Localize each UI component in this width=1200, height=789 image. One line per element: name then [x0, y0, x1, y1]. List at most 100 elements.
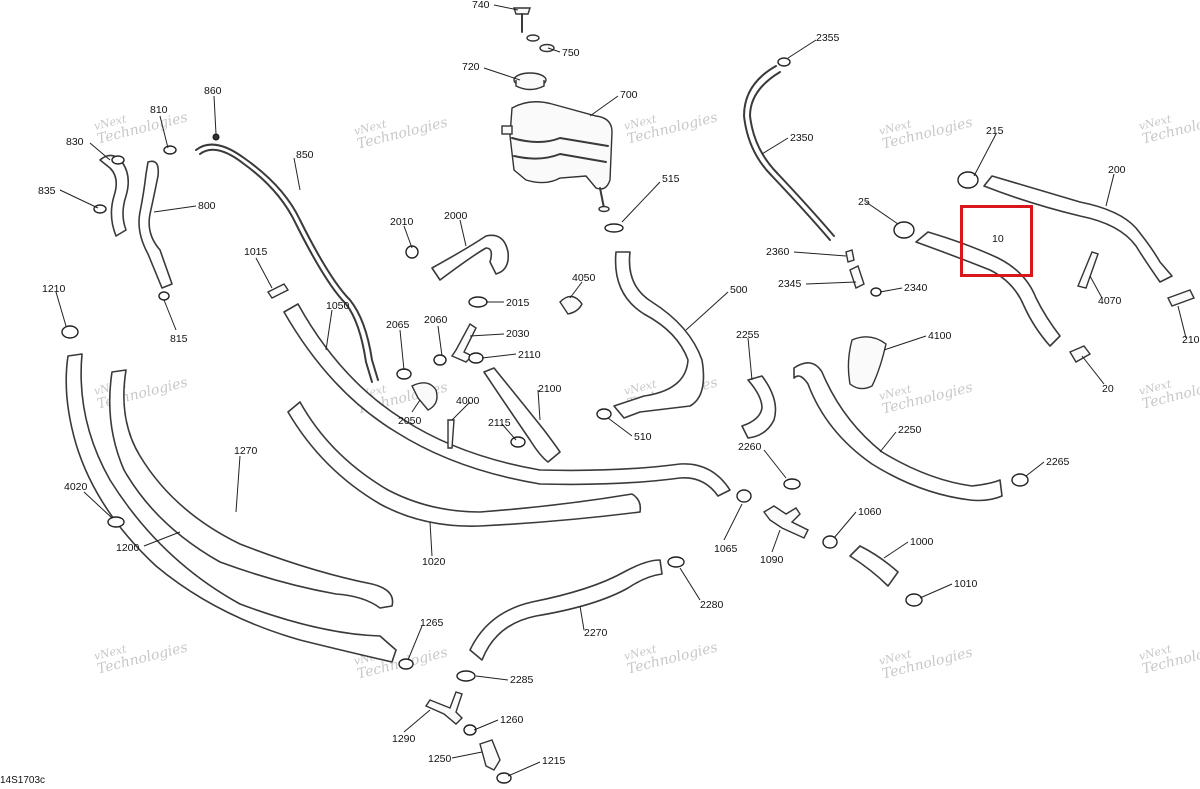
label-1210: 1210: [42, 283, 66, 295]
label-1065: 1065: [714, 543, 738, 555]
label-2065: 2065: [386, 319, 410, 331]
label-2260: 2260: [738, 441, 762, 453]
label-2255: 2255: [736, 329, 760, 341]
tee-1090: [762, 505, 809, 539]
label-2060: 2060: [424, 314, 448, 326]
screw-740: [513, 7, 555, 53]
fittings-2345: [845, 249, 882, 297]
hose-830: [99, 154, 130, 237]
label-2100: 2100: [538, 383, 562, 395]
label-1010: 1010: [954, 578, 978, 590]
label-1015: 1015: [244, 246, 268, 258]
label-2355: 2355: [816, 32, 840, 44]
parts-drawing: [61, 7, 1195, 784]
label-510: 510: [634, 431, 652, 443]
label-860: 860: [204, 85, 222, 97]
label-2010: 2010: [390, 216, 414, 228]
hose-850: [195, 133, 379, 383]
label-210: 210: [1182, 334, 1200, 346]
label-1060: 1060: [858, 506, 882, 518]
label-2015: 2015: [506, 297, 530, 309]
diagram-code: 14S1703c: [0, 775, 46, 786]
label-4070: 4070: [1098, 295, 1122, 307]
label-4100: 4100: [928, 330, 952, 342]
label-2285: 2285: [510, 674, 534, 686]
label-800: 800: [198, 200, 216, 212]
tee-1290: [424, 691, 463, 725]
label-10: 10: [992, 233, 1004, 245]
leader-lines: [55, 4, 1187, 777]
label-515: 515: [662, 173, 680, 185]
label-2350: 2350: [790, 132, 814, 144]
fitting-210: [1167, 289, 1195, 307]
part-labels: 740 750 720 700 810 860 830 835 800 815 …: [38, 0, 1200, 767]
cap-720: [513, 72, 547, 91]
label-2030: 2030: [506, 328, 530, 340]
label-200: 200: [1108, 164, 1126, 176]
label-2340: 2340: [904, 282, 928, 294]
clamps: [61, 171, 1029, 784]
label-1020: 1020: [422, 556, 446, 568]
bracket-4070: [1077, 251, 1099, 289]
fitting-20: [1068, 345, 1092, 363]
label-20: 20: [1102, 383, 1114, 395]
label-1200: 1200: [116, 542, 140, 554]
hose-1270: [108, 369, 394, 609]
label-750: 750: [562, 47, 580, 59]
label-1250: 1250: [428, 753, 452, 765]
hose-2000: [431, 234, 510, 281]
hose-1200: [65, 353, 397, 663]
hose-2350: [743, 57, 835, 241]
elbow-2050: [411, 382, 438, 411]
hose-1020: [287, 401, 642, 527]
highlight-box-part-10[interactable]: [960, 205, 1033, 277]
label-1290: 1290: [392, 733, 416, 745]
label-740: 740: [472, 0, 490, 11]
label-4050: 4050: [572, 272, 596, 284]
sensor-4000: [447, 419, 455, 449]
label-810: 810: [150, 104, 168, 116]
hose-2270: [469, 559, 663, 661]
label-2270: 2270: [584, 627, 608, 639]
label-1270: 1270: [234, 445, 258, 457]
elbow-1250: [479, 739, 501, 771]
label-1050: 1050: [326, 300, 350, 312]
label-2115: 2115: [488, 417, 511, 429]
label-2265: 2265: [1046, 456, 1070, 468]
label-2280: 2280: [700, 599, 724, 611]
label-700: 700: [620, 89, 638, 101]
hose-500: [613, 251, 705, 419]
hose-200: [983, 175, 1173, 283]
label-720: 720: [462, 61, 480, 73]
hose-800: [93, 145, 177, 301]
label-4020: 4020: [64, 481, 88, 493]
elbow-2255: [741, 375, 777, 439]
label-830: 830: [66, 136, 84, 148]
label-1260: 1260: [500, 714, 524, 726]
label-4000: 4000: [456, 395, 480, 407]
label-500: 500: [730, 284, 748, 296]
hose-2250: [793, 362, 1003, 502]
hose-1050: [283, 303, 731, 497]
tee-2030: [450, 322, 477, 363]
label-1215: 1215: [542, 755, 566, 767]
label-2050: 2050: [398, 415, 422, 427]
label-215: 215: [986, 125, 1004, 137]
label-2360: 2360: [766, 246, 790, 258]
reservoir-700: [501, 101, 613, 213]
label-1265: 1265: [420, 617, 444, 629]
label-2250: 2250: [898, 424, 922, 436]
connector-1015: [266, 283, 290, 299]
label-815: 815: [170, 333, 188, 345]
label-850: 850: [296, 149, 314, 161]
hose-1000: [849, 545, 899, 587]
label-1090: 1090: [760, 554, 784, 566]
clip-4050: [559, 295, 583, 315]
label-2110: 2110: [518, 349, 541, 361]
label-25: 25: [858, 196, 870, 208]
hose-10: [915, 231, 1061, 347]
bracket-4100: [847, 336, 887, 390]
label-835: 835: [38, 185, 56, 197]
